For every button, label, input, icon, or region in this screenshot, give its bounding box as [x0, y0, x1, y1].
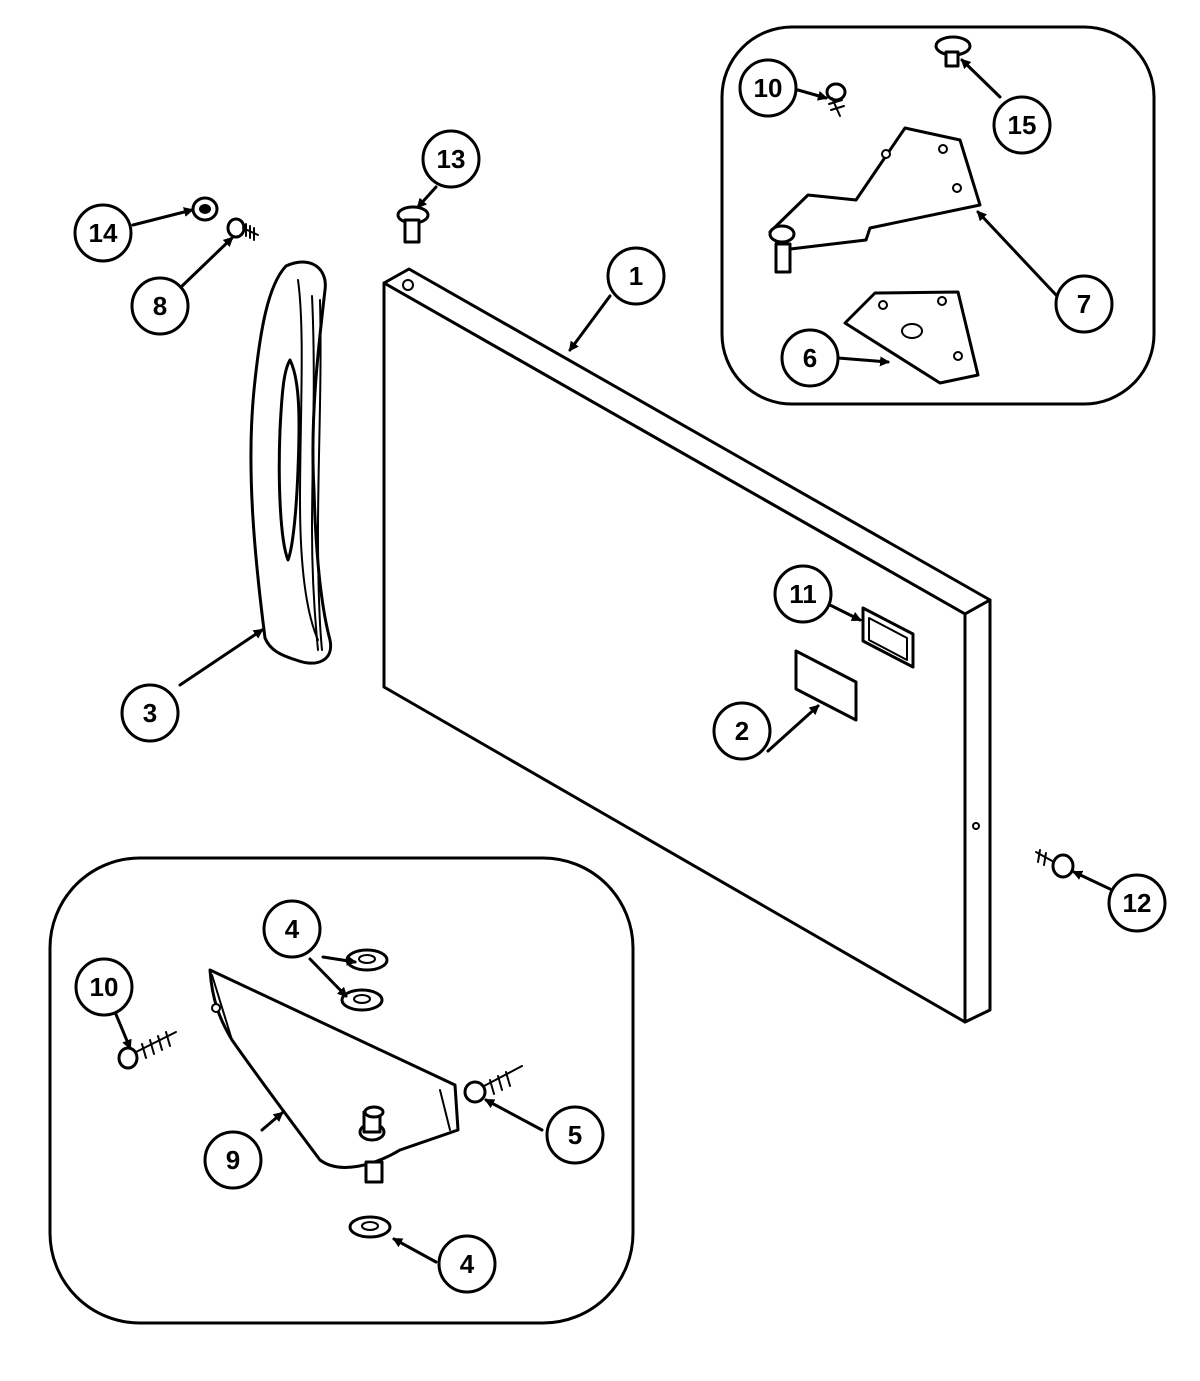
- hinge-screw-bottom: [117, 1031, 177, 1070]
- hinge-pin-top: [934, 35, 972, 68]
- spacer-washer-middle: [340, 988, 384, 1012]
- hinge-pin-cap: [396, 205, 430, 244]
- hinge-inset-frame-top: [720, 25, 1156, 406]
- svg-text:10: 10: [90, 972, 119, 1002]
- door-handle: [249, 260, 333, 665]
- svg-text:6: 6: [803, 343, 817, 373]
- rating-label: [794, 649, 858, 722]
- hinge-shim: [843, 290, 980, 385]
- hinge-shoulder-screw: [463, 1065, 523, 1104]
- hinge-screw-top: [825, 82, 847, 117]
- callout-10-bottom: 10: [74, 957, 134, 1017]
- svg-text:15: 15: [1008, 110, 1037, 140]
- callout-9: 9: [203, 1130, 263, 1190]
- handle-screw: [226, 217, 259, 241]
- door-panel: [382, 267, 992, 1024]
- leader-lines: [113, 58, 1112, 1264]
- callout-1: 1: [606, 246, 666, 306]
- svg-text:11: 11: [789, 579, 817, 609]
- callout-3: 3: [120, 683, 180, 743]
- svg-text:12: 12: [1123, 888, 1152, 918]
- nameplate-label: [861, 606, 915, 669]
- spacer-washer-bottom: [348, 1215, 392, 1239]
- svg-text:4: 4: [285, 914, 300, 944]
- callout-15: 15: [992, 95, 1052, 155]
- callout-6: 6: [780, 328, 840, 388]
- svg-text:9: 9: [226, 1145, 240, 1175]
- svg-text:10: 10: [754, 73, 783, 103]
- callout-11: 11: [773, 564, 833, 624]
- svg-text:8: 8: [153, 291, 167, 321]
- svg-text:4: 4: [460, 1249, 475, 1279]
- spacer-washer-top: [345, 948, 389, 972]
- svg-text:2: 2: [735, 716, 749, 746]
- callout-4-lower: 4: [437, 1234, 497, 1294]
- door-stop: [1035, 849, 1075, 879]
- callout-10-top: 10: [738, 58, 798, 118]
- hinge-inset-frame-bottom: [48, 856, 635, 1325]
- svg-text:13: 13: [437, 144, 466, 174]
- callout-12: 12: [1107, 873, 1167, 933]
- svg-text:1: 1: [629, 261, 643, 291]
- upper-hinge: [768, 126, 982, 274]
- svg-text:14: 14: [89, 218, 118, 248]
- callout-13: 13: [421, 129, 481, 189]
- callout-14: 14: [73, 203, 133, 263]
- callout-5: 5: [545, 1105, 605, 1165]
- callout-7: 7: [1054, 274, 1114, 334]
- svg-text:7: 7: [1077, 289, 1091, 319]
- svg-text:3: 3: [143, 698, 157, 728]
- callout-4-upper: 4: [262, 899, 322, 959]
- callout-2: 2: [712, 701, 772, 761]
- callout-8: 8: [130, 276, 190, 336]
- handle-plug: [191, 196, 219, 222]
- lower-hinge: [208, 968, 460, 1184]
- svg-text:5: 5: [568, 1120, 582, 1150]
